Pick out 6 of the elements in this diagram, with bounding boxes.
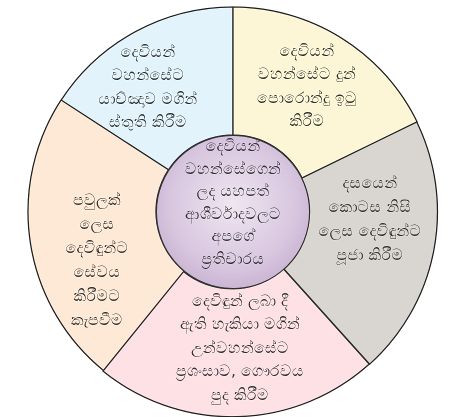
sector-text: දෙවියන් වහන්සේට දුන් පොරොන්දු ඉටු කිරීම — [257, 41, 357, 132]
sector-text: පවුලක් ලෙස දෙවිඳුන්ට සේවය කිරීමට කැපවීම — [66, 190, 128, 331]
sector-text: දෙවියන් වහන්සේට යාච්ඤාව මගින් ස්තුති කිරීම — [98, 42, 198, 134]
sector-text: දසයෙන් කොටස නිසි ලෙස දෙවිඳුන්ට පූජා කිරීම — [318, 172, 422, 267]
center-text: දෙවියන් වහන්සේගෙන් ලද යහපත් ආශීර්වාදවලට අපගේ ප්‍රතිචාරය — [185, 136, 281, 270]
sector-text: දෙවිඳුන් ලබා දී ඇති හැකියා මගින් උන්වහන්සේට ප්‍රශංසාව, ගෞරවය පුද කිරීම — [176, 290, 304, 407]
